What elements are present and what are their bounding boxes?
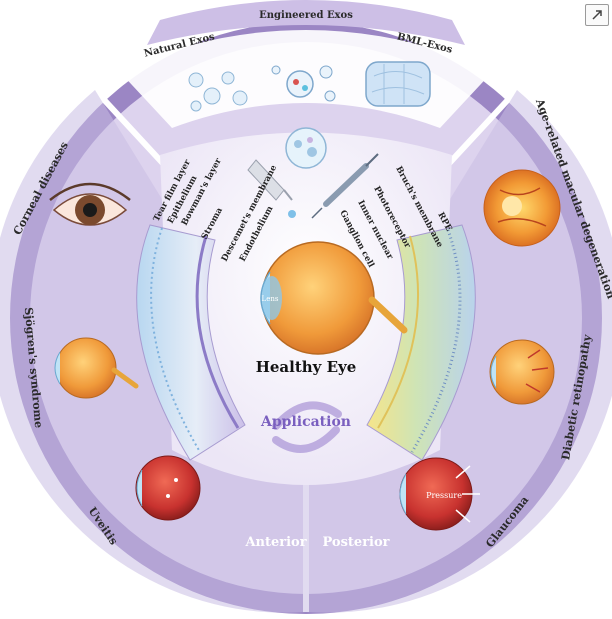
posterior-label: Posterior bbox=[323, 535, 390, 550]
top-label-strip bbox=[147, 0, 465, 45]
lens-label: Lens bbox=[262, 295, 279, 303]
anterior-label: Anterior bbox=[244, 535, 306, 550]
exosome-vesicle-icon bbox=[285, 127, 327, 169]
glaucoma-eye-icon bbox=[399, 457, 480, 531]
amd-fundus-icon bbox=[483, 169, 561, 247]
eye-drop-bottle-icon bbox=[247, 159, 296, 218]
syringe-icon bbox=[311, 153, 379, 219]
engineered-exos-label: Engineered Exos bbox=[259, 10, 353, 21]
healthy-eye-illustration bbox=[260, 241, 408, 355]
bml-exos-scaffold-icon bbox=[365, 61, 431, 107]
diabetic-retinopathy-eye-icon bbox=[489, 339, 555, 405]
expand-arrow-icon bbox=[592, 10, 602, 20]
healthy-eye-title: Healthy Eye bbox=[256, 358, 357, 376]
application-cycle-icon bbox=[272, 401, 342, 453]
ganglion-cells bbox=[377, 235, 419, 429]
engineered-exos-icon bbox=[271, 65, 336, 102]
epithelium-cells bbox=[150, 227, 201, 453]
descemet-band bbox=[195, 235, 240, 429]
pressure-label: Pressure bbox=[426, 491, 462, 500]
application-label: Application bbox=[260, 414, 351, 430]
sjogren-eye-icon bbox=[54, 337, 139, 399]
natural-exos-icon bbox=[188, 71, 248, 112]
uveitis-eye-icon bbox=[135, 455, 201, 521]
corneal-disease-eye-icon bbox=[49, 182, 131, 226]
retina-layers-arc bbox=[366, 224, 476, 461]
corner-expand-button[interactable] bbox=[585, 4, 609, 26]
cornea-layers-arc bbox=[136, 224, 246, 461]
